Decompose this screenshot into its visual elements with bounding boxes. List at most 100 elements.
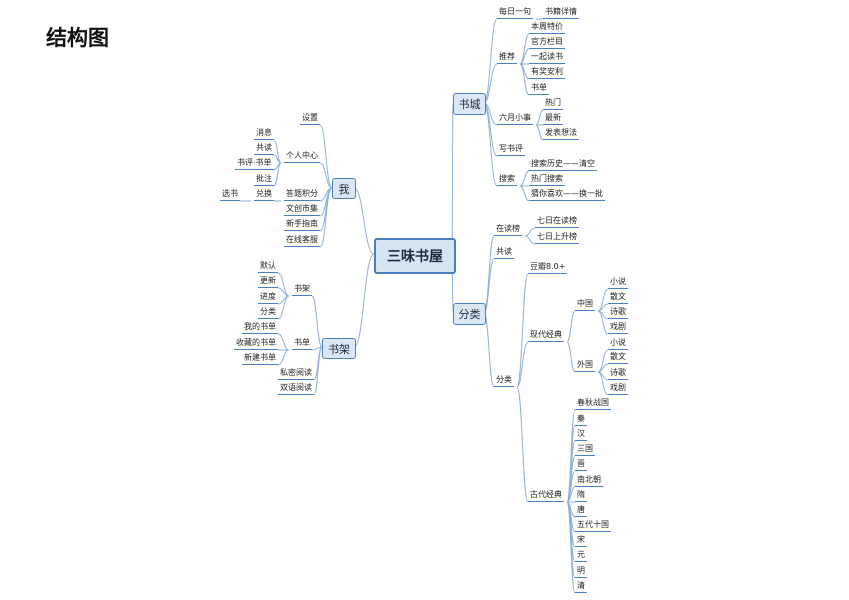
connector-qin bbox=[566, 425, 576, 503]
node-qin[interactable]: 秦 bbox=[575, 413, 587, 426]
node-sz[interactable]: 设置 bbox=[300, 112, 320, 125]
node-xjsd[interactable]: 新建书单 bbox=[242, 352, 278, 365]
node-rm[interactable]: 热门 bbox=[543, 97, 563, 110]
node-mryj[interactable]: 每日一句 bbox=[497, 6, 533, 19]
connector-qrzdb bbox=[524, 227, 536, 237]
node-syyd[interactable]: 双语阅读 bbox=[278, 382, 314, 395]
node-fl3[interactable]: 分类 bbox=[494, 374, 514, 387]
node-ss[interactable]: 搜索 bbox=[497, 173, 517, 186]
connector-zxkf bbox=[319, 187, 333, 248]
node-zg[interactable]: 中国 bbox=[575, 298, 595, 311]
node-dtjf[interactable]: 答题积分 bbox=[284, 188, 320, 201]
node-han[interactable]: 汉 bbox=[575, 428, 587, 441]
node-nbc[interactable]: 南北朝 bbox=[575, 474, 603, 487]
connector-xdjd bbox=[516, 341, 529, 388]
node-gflm[interactable]: 官方栏目 bbox=[529, 36, 565, 49]
node-fl2[interactable]: 分类 bbox=[258, 306, 278, 319]
connector-grzx bbox=[319, 162, 333, 189]
connector-sj2 bbox=[311, 295, 323, 348]
branch-shucheng[interactable]: 书城 bbox=[453, 93, 486, 115]
node-rmss[interactable]: 热门搜索 bbox=[529, 173, 565, 186]
node-xdjd[interactable]: 现代经典 bbox=[528, 329, 564, 342]
node-wdsg[interactable]: 五代十国 bbox=[575, 519, 611, 532]
node-wg-xs[interactable]: 小说 bbox=[608, 337, 628, 350]
connector-syyd bbox=[313, 346, 323, 396]
node-zdb[interactable]: 在读榜 bbox=[494, 223, 522, 236]
branch-shujia[interactable]: 书架 bbox=[322, 338, 356, 359]
connector-gdjd bbox=[516, 386, 529, 503]
node-fbxf[interactable]: 发表想法 bbox=[543, 127, 579, 140]
node-yuan[interactable]: 元 bbox=[575, 549, 587, 562]
branch-fenlei[interactable]: 分类 bbox=[453, 303, 486, 325]
node-sd1[interactable]: 书单 bbox=[529, 82, 549, 95]
node-tj[interactable]: 推荐 bbox=[497, 51, 517, 64]
node-gx[interactable]: 更新 bbox=[258, 275, 278, 288]
connector-root-shujia bbox=[353, 253, 375, 348]
node-gd2[interactable]: 共读 bbox=[494, 246, 514, 259]
node-db[interactable]: 豆瓣8.0+ bbox=[528, 261, 568, 274]
node-cnxhhyp[interactable]: 猜你喜欢——换一批 bbox=[529, 188, 605, 201]
connector-wg bbox=[566, 341, 576, 373]
node-jin[interactable]: 晋 bbox=[575, 458, 587, 471]
node-zg-xs[interactable]: 小说 bbox=[608, 276, 628, 289]
connector-sz bbox=[319, 124, 333, 189]
node-cqzg[interactable]: 春秋战国 bbox=[575, 397, 611, 410]
node-sjxq[interactable]: 书籍详情 bbox=[543, 6, 579, 19]
node-ming[interactable]: 明 bbox=[575, 565, 587, 578]
node-yqds[interactable]: 一起读书 bbox=[529, 51, 565, 64]
node-zg-xj[interactable]: 戏剧 bbox=[608, 321, 628, 334]
node-qing[interactable]: 清 bbox=[575, 580, 587, 593]
node-zx[interactable]: 最新 bbox=[543, 112, 563, 125]
node-scdsd[interactable]: 收藏的书单 bbox=[234, 337, 278, 350]
connector-fbxf bbox=[535, 124, 544, 141]
node-grzx[interactable]: 个人中心 bbox=[284, 150, 320, 163]
connector-rm bbox=[535, 109, 544, 126]
root-node[interactable]: 三味书屋 bbox=[374, 238, 456, 274]
connector-cnxhhyp bbox=[519, 185, 530, 202]
node-sd2[interactable]: 书单 bbox=[292, 337, 312, 350]
node-sui[interactable]: 隋 bbox=[575, 489, 587, 502]
connector-bztj bbox=[519, 33, 530, 65]
node-xsp[interactable]: 写书评 bbox=[497, 143, 525, 156]
connector-sslsqk bbox=[519, 170, 530, 187]
node-bztj[interactable]: 本周特价 bbox=[529, 21, 565, 34]
node-spsd[interactable]: 书评·书单 bbox=[235, 157, 274, 170]
node-zg-sw[interactable]: 散文 bbox=[608, 291, 628, 304]
connector-fl2 bbox=[277, 295, 290, 320]
node-wdsd[interactable]: 我的书单 bbox=[242, 321, 278, 334]
branch-wo[interactable]: 我 bbox=[332, 178, 356, 199]
node-qrzdb[interactable]: 七日在读榜 bbox=[535, 215, 579, 228]
connector-sd2 bbox=[311, 346, 323, 351]
connector-root-wo bbox=[353, 187, 375, 255]
node-xszn[interactable]: 新手指南 bbox=[284, 218, 320, 231]
node-yjal[interactable]: 有奖安利 bbox=[529, 66, 565, 79]
connector-zg-xj bbox=[597, 310, 609, 335]
node-mr[interactable]: 默认 bbox=[258, 260, 278, 273]
node-dh[interactable]: 兑换 bbox=[254, 188, 274, 201]
node-wg-sg[interactable]: 诗歌 bbox=[608, 367, 628, 380]
node-zxkf[interactable]: 在线客服 bbox=[284, 234, 320, 247]
node-tang[interactable]: 唐 bbox=[575, 504, 587, 517]
node-wg[interactable]: 外国 bbox=[575, 359, 595, 372]
node-sslsqk[interactable]: 搜索历史——清空 bbox=[529, 158, 597, 171]
node-xx[interactable]: 消息 bbox=[254, 127, 274, 140]
node-zg-sg[interactable]: 诗歌 bbox=[608, 306, 628, 319]
node-sg[interactable]: 三国 bbox=[575, 443, 595, 456]
node-wg-xj[interactable]: 戏剧 bbox=[608, 382, 628, 395]
node-qrssb[interactable]: 七日上升榜 bbox=[535, 231, 579, 244]
connector-mryj bbox=[483, 18, 498, 104]
node-smyd[interactable]: 私密阅读 bbox=[278, 367, 314, 380]
node-pz[interactable]: 批注 bbox=[254, 173, 274, 186]
node-gdjd[interactable]: 古代经典 bbox=[528, 489, 564, 502]
node-sj2[interactable]: 书架 bbox=[292, 283, 312, 296]
connector-xjsd bbox=[277, 349, 290, 366]
node-xs[interactable]: 选书 bbox=[220, 188, 240, 201]
node-gd1[interactable]: 共读 bbox=[254, 142, 274, 155]
node-wg-sw[interactable]: 散文 bbox=[608, 351, 628, 364]
node-lyxs[interactable]: 六月小事 bbox=[497, 112, 533, 125]
node-jd[interactable]: 进度 bbox=[258, 291, 278, 304]
connector-wdsd bbox=[277, 333, 290, 351]
node-song[interactable]: 宋 bbox=[575, 534, 587, 547]
connector-pz bbox=[273, 162, 282, 187]
node-wcsj[interactable]: 文创市集 bbox=[284, 203, 320, 216]
